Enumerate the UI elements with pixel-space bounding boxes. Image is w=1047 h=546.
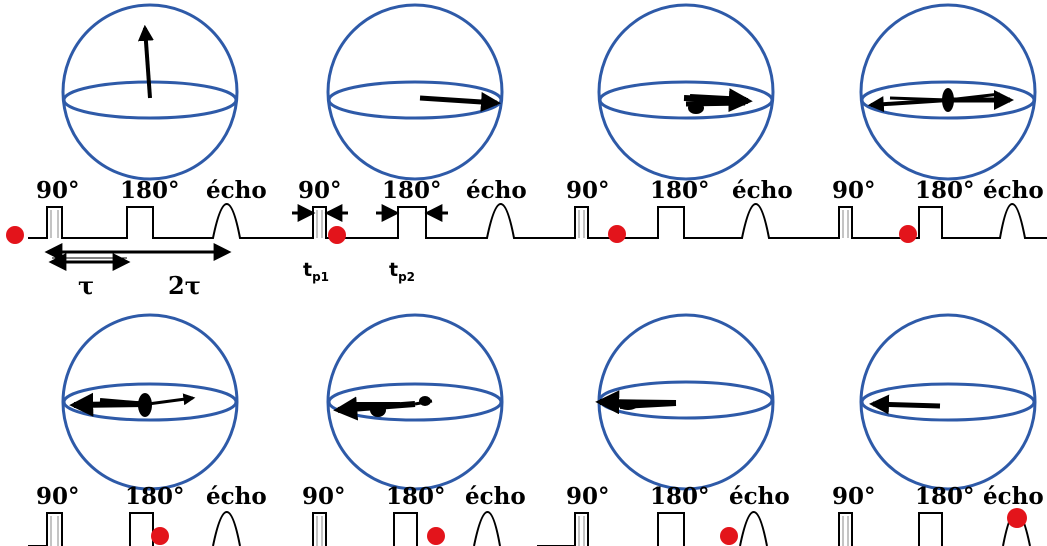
bloch-sphere [597, 3, 775, 181]
pulse-sequence [28, 511, 241, 546]
magnetization-arrow [137, 24, 154, 99]
time-marker [608, 225, 626, 243]
time-marker [6, 226, 24, 244]
label-echo: écho [466, 177, 527, 204]
magnetization-arrow [419, 91, 501, 112]
tau-arrow [48, 253, 131, 271]
pulse-sequence [838, 511, 1031, 546]
pulse-inner-line [578, 210, 585, 238]
label-echo: écho [732, 177, 793, 204]
panel-3: 90° 180° écho [537, 3, 800, 243]
pulse-sequence [28, 203, 263, 239]
label-echo: écho [983, 177, 1044, 204]
label-180: 180° [382, 177, 442, 204]
magnetization-arrows [333, 396, 433, 421]
tp2-label: tp2 [389, 259, 415, 284]
panel-2: 90° 180° écho tp1 tp2 [263, 3, 537, 284]
label-echo: écho [206, 177, 267, 204]
label-90: 90° [36, 483, 80, 510]
time-marker [899, 225, 917, 243]
label-90: 90° [566, 177, 610, 204]
magnetization-arrows [867, 88, 1014, 113]
label-echo: écho [206, 483, 267, 510]
bloch-sphere [859, 3, 1037, 181]
bloch-sphere [326, 313, 504, 491]
label-echo: écho [465, 483, 526, 510]
label-180: 180° [650, 177, 710, 204]
panel-1: 90° 180° écho τ 2τ [6, 3, 267, 300]
magnetization-arrows [595, 390, 677, 415]
time-marker [1007, 508, 1027, 528]
label-180: 180° [125, 483, 185, 510]
tau-label: τ [78, 271, 94, 300]
label-echo: écho [983, 483, 1044, 510]
label-90: 90° [302, 483, 346, 510]
label-180: 180° [915, 483, 975, 510]
magnetization-arrows [683, 88, 753, 114]
label-180: 180° [120, 177, 180, 204]
label-180: 180° [650, 483, 710, 510]
panel-8: 90° 180° écho [832, 313, 1044, 546]
label-180: 180° [386, 483, 446, 510]
pulse-inner-line [316, 210, 323, 238]
bloch-sphere [61, 313, 239, 491]
panel-5: 90° 180° écho [28, 313, 267, 546]
magnetization-arrows [69, 392, 196, 417]
pulse-inner-line [578, 516, 585, 546]
time-marker [328, 226, 346, 244]
pulse-inner-line [842, 210, 849, 238]
panel-7: 90° 180° écho [537, 313, 790, 546]
pulse-sequence [800, 203, 1047, 239]
label-90: 90° [298, 177, 342, 204]
pulse-sequence [537, 203, 800, 239]
pulse-sequence [312, 511, 501, 546]
pulse-inner-line [842, 516, 849, 546]
time-marker [427, 527, 445, 545]
pulse-inner-line [50, 516, 59, 546]
pulse-inner-line [316, 516, 323, 546]
label-90: 90° [36, 177, 80, 204]
label-90: 90° [832, 177, 876, 204]
magnetization-arrow [869, 394, 941, 415]
time-marker [151, 527, 169, 545]
label-180: 180° [915, 177, 975, 204]
pulse-sequence [263, 203, 537, 239]
label-90: 90° [832, 483, 876, 510]
time-marker [720, 527, 738, 545]
label-echo: écho [729, 483, 790, 510]
pulse-inner-line [50, 210, 59, 238]
pulse-sequence [537, 511, 768, 546]
tp1-label: tp1 [303, 259, 329, 284]
two-tau-label: 2τ [168, 271, 201, 300]
label-90: 90° [566, 483, 610, 510]
panel-6: 90° 180° écho [302, 313, 526, 546]
bloch-sphere [326, 3, 504, 181]
panel-4: 90° 180° écho [800, 3, 1047, 243]
bloch-sphere [859, 313, 1037, 491]
